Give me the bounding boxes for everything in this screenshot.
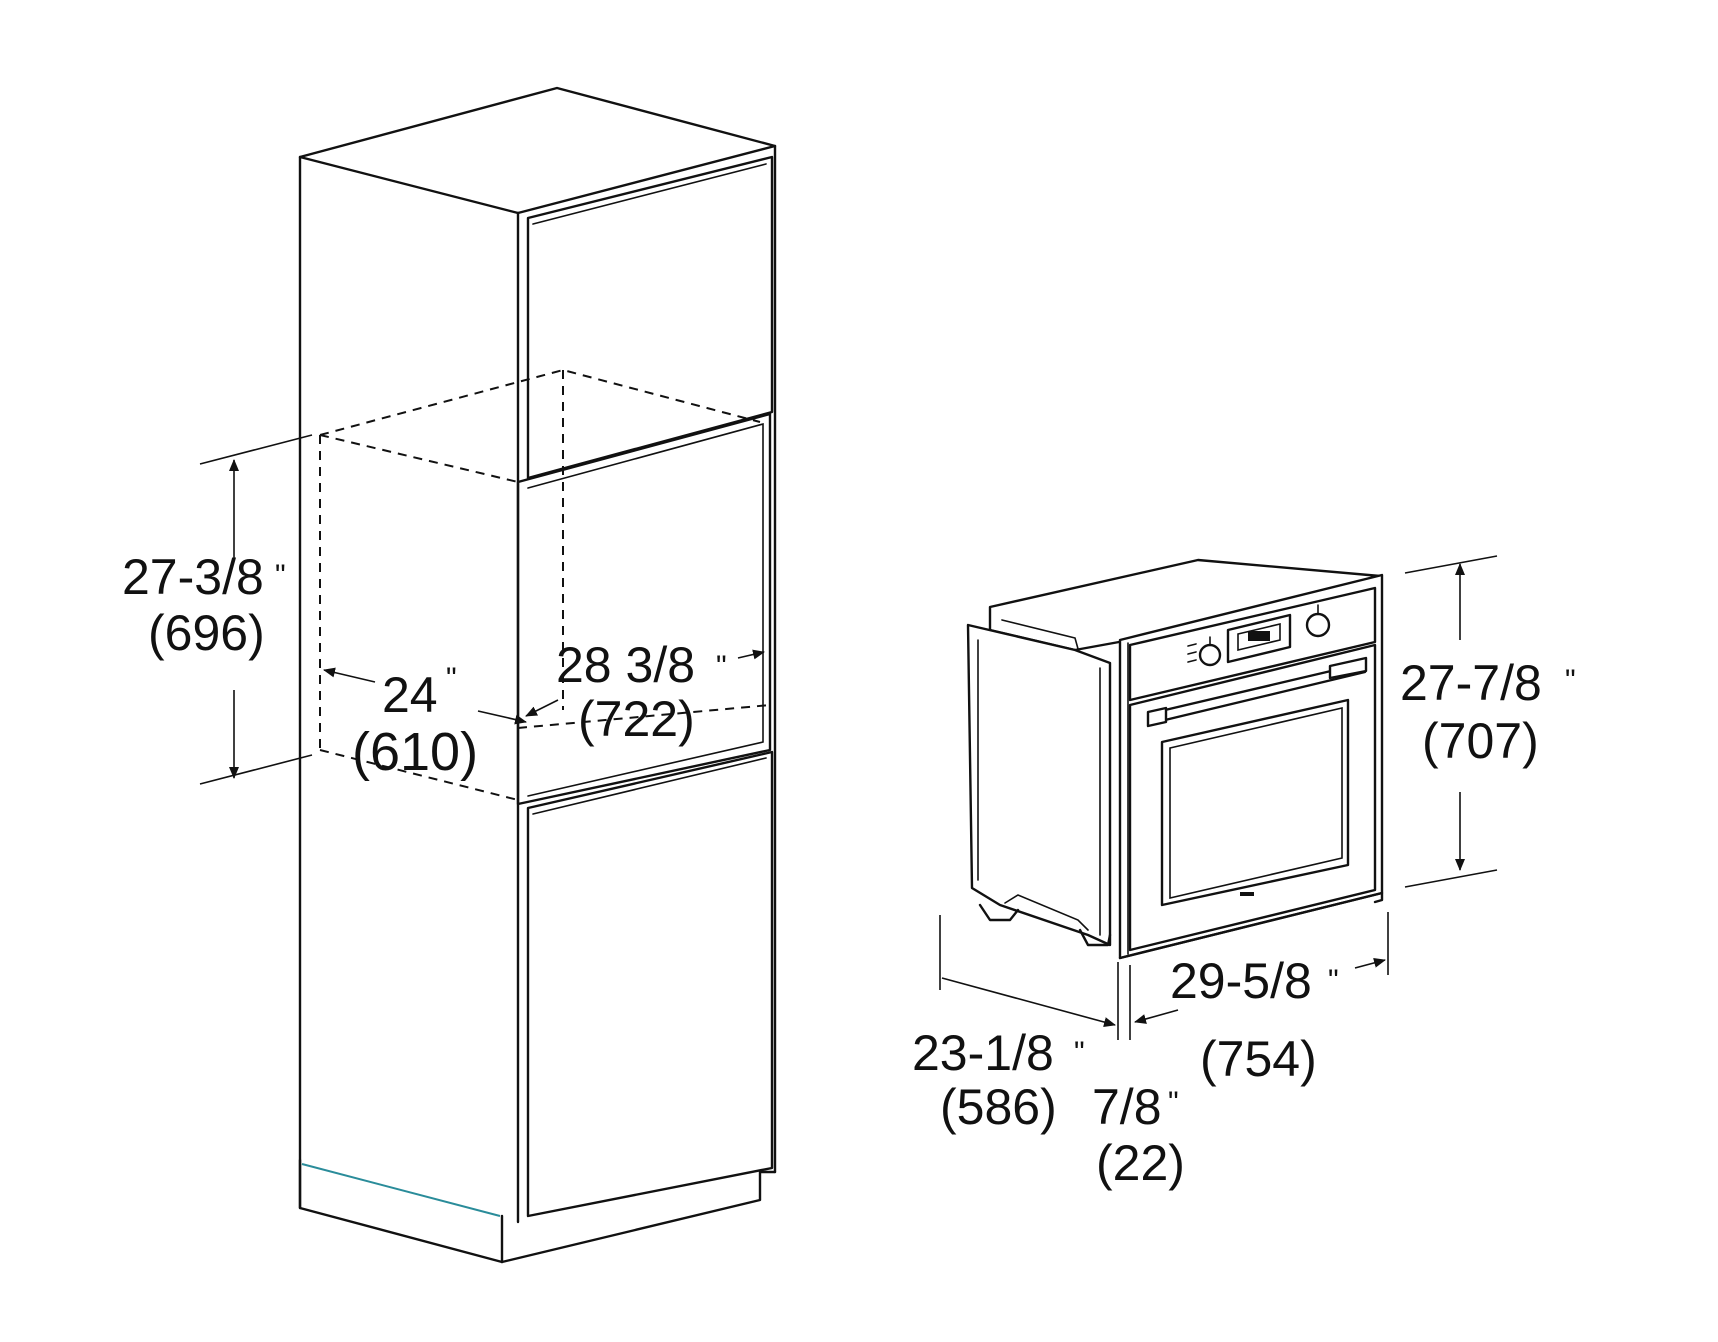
cabinet-lower-door	[526, 750, 774, 1218]
oven-foot-right	[1078, 928, 1112, 947]
door-thickness-dimension: 7/8 " (22)	[1092, 1079, 1185, 1191]
door-thickness-unit: "	[1168, 1086, 1179, 1119]
tall-cabinet	[298, 86, 777, 1264]
oven-depth-value: 23-1/8	[912, 1025, 1054, 1081]
oven-window	[1160, 698, 1350, 907]
oven-width-value: 29-5/8	[1170, 953, 1312, 1009]
oven-door	[1128, 643, 1377, 952]
door-thickness-metric: (22)	[1096, 1135, 1185, 1191]
cabinet-height-dimension: 27-3/8 " (696)	[122, 434, 313, 785]
cabinet-cutout-dashed	[319, 368, 771, 801]
cabinet-height-unit: "	[275, 559, 286, 592]
cabinet-opening-unit: "	[716, 650, 727, 683]
oven-side-panel	[966, 623, 1112, 947]
cabinet-middle-frame	[516, 412, 772, 806]
oven-display	[1226, 613, 1292, 664]
wall-oven	[966, 558, 1384, 960]
cabinet-opening-dimension: 28 3/8 " (722)	[525, 637, 765, 747]
oven-display-readout	[1248, 631, 1270, 641]
toe-kick-accent-line	[301, 1163, 501, 1217]
oven-depth-metric: (586)	[940, 1079, 1057, 1135]
cabinet-height-value: 27-3/8	[122, 549, 264, 605]
oven-control-marks-icon	[1187, 643, 1197, 663]
cabinet-opening-metric: (722)	[578, 691, 695, 747]
oven-width-unit: "	[1328, 964, 1339, 997]
oven-door-handle	[1146, 656, 1368, 728]
oven-depth-unit: "	[1074, 1036, 1085, 1069]
cabinet-top-face	[298, 86, 777, 215]
oven-height-value: 27-7/8	[1400, 655, 1542, 711]
cabinet-height-metric: (696)	[148, 605, 265, 661]
oven-foot-left	[978, 903, 1020, 922]
oven-height-dimension: 27-7/8 " (707)	[1400, 555, 1576, 888]
oven-width-dimension: 29-5/8 " (754)	[1129, 912, 1389, 1087]
cabinet-upper-door	[526, 155, 774, 480]
oven-width-metric: (754)	[1200, 1031, 1317, 1087]
cabinet-width-metric: (610)	[352, 722, 478, 782]
cabinet-opening-value: 28 3/8	[556, 637, 695, 693]
cabinet-width-unit: "	[446, 662, 457, 695]
oven-logo-badge	[1240, 892, 1254, 896]
oven-depth-dimension: 23-1/8 " (586)	[912, 915, 1119, 1135]
oven-height-metric: (707)	[1422, 713, 1539, 769]
cabinet-width-value: 24	[382, 667, 438, 723]
oven-control-panel	[1128, 586, 1377, 702]
oven-height-unit: "	[1565, 664, 1576, 697]
cabinet-width-dimension: 24 " (610)	[323, 662, 527, 782]
door-thickness-value: 7/8	[1092, 1079, 1162, 1135]
